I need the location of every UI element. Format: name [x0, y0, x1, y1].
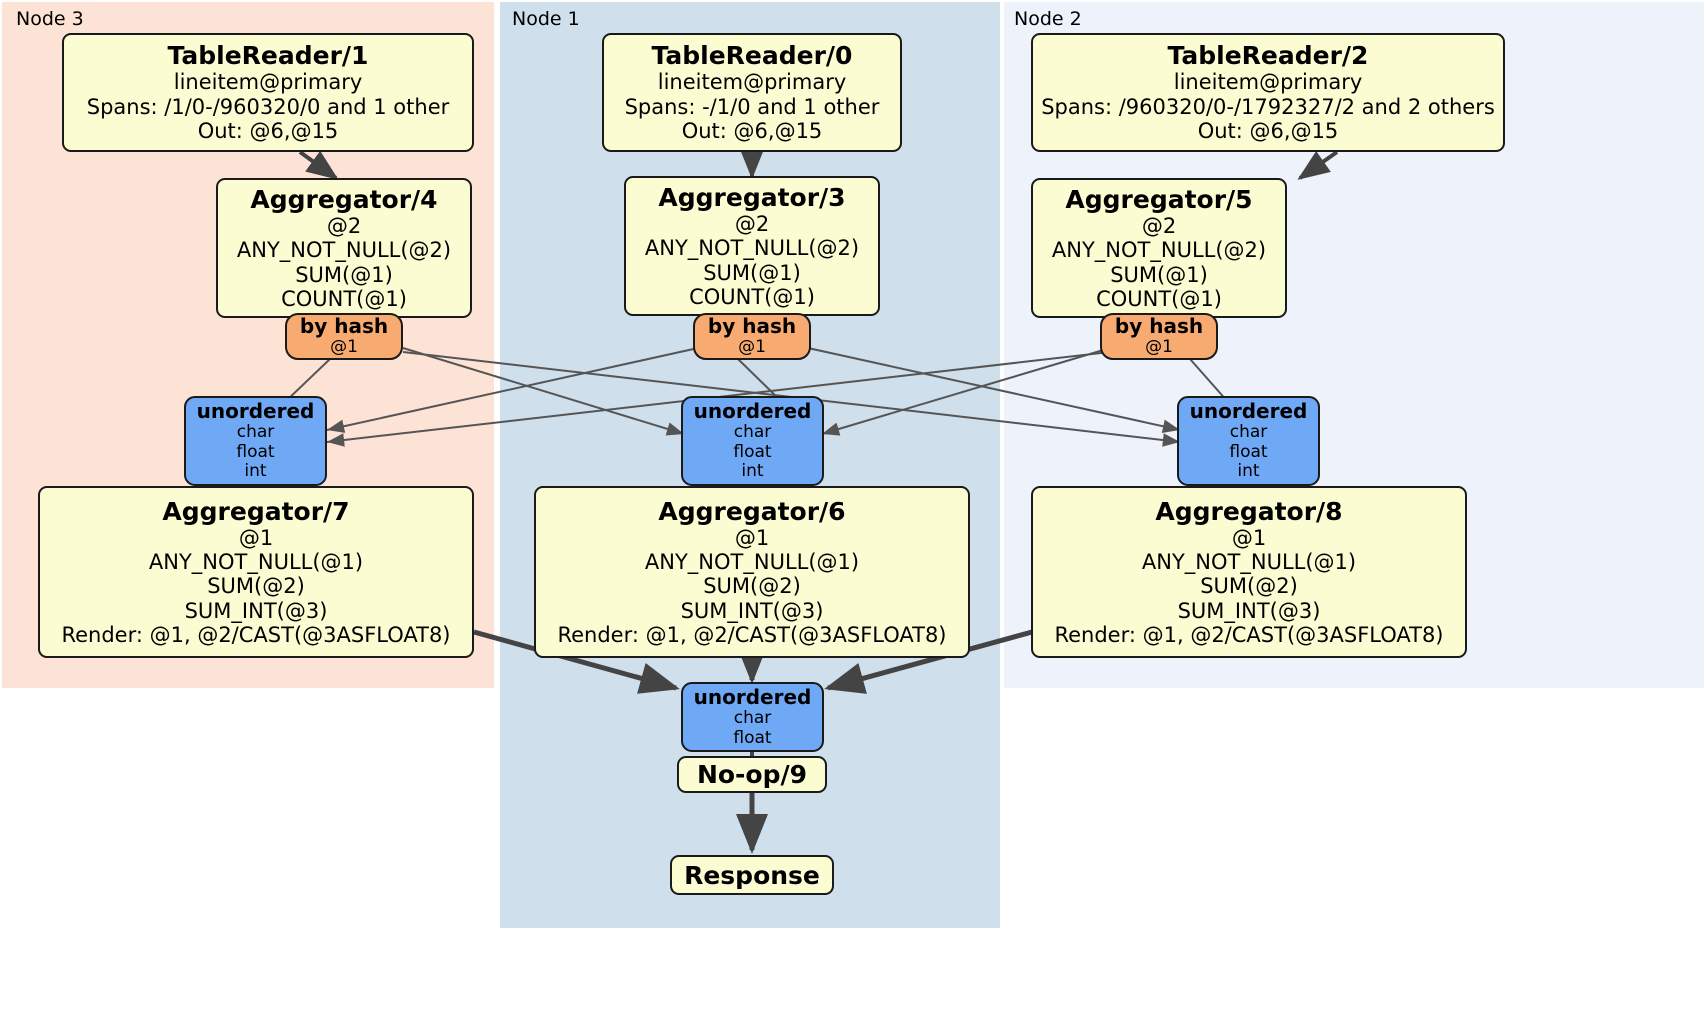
- node-aggregator-6[interactable]: Aggregator/6 @1 ANY_NOT_NULL(@1) SUM(@2)…: [534, 486, 970, 658]
- node-detail-line: Out: @6,@15: [1197, 119, 1339, 144]
- node-title: TableReader/2: [1167, 41, 1369, 71]
- node-detail-line: SUM(@1): [295, 262, 393, 287]
- node-detail-line: COUNT(@1): [281, 286, 407, 311]
- router-by-hash-left[interactable]: by hash @1: [285, 313, 403, 360]
- node-detail-line: Spans: /1/0-/960320/0 and 1 other: [86, 94, 450, 119]
- node-title: Response: [684, 860, 820, 890]
- node-detail-line: SUM_INT(@3): [184, 598, 328, 623]
- synchronizer-type: float: [236, 441, 275, 462]
- node-aggregator-4[interactable]: Aggregator/4 @2 ANY_NOT_NULL(@2) SUM(@1)…: [216, 178, 472, 318]
- synchronizer-unordered-right[interactable]: unordered char float int: [1177, 396, 1320, 486]
- node-detail-line: @1: [238, 525, 274, 550]
- synchronizer-type: float: [1229, 441, 1268, 462]
- node-detail-line: COUNT(@1): [1096, 286, 1222, 311]
- node-detail-line: ANY_NOT_NULL(@1): [1141, 549, 1357, 574]
- node-detail-line: lineitem@primary: [1173, 70, 1363, 95]
- node-detail-line: ANY_NOT_NULL(@2): [644, 236, 860, 261]
- node-detail-line: Render: @1, @2/CAST(@3ASFLOAT8): [557, 623, 947, 648]
- synchronizer-unordered-final[interactable]: unordered char float: [681, 682, 824, 752]
- router-detail-line: @1: [330, 337, 358, 358]
- region-label-node-2: Node 2: [1014, 8, 1082, 30]
- node-tablereader-0[interactable]: TableReader/0 lineitem@primary Spans: -/…: [602, 33, 902, 152]
- synchronizer-title: unordered: [196, 398, 315, 423]
- node-title: TableReader/1: [167, 41, 369, 71]
- router-by-hash-right[interactable]: by hash @1: [1100, 313, 1218, 360]
- node-detail-line: Render: @1, @2/CAST(@3ASFLOAT8): [61, 623, 451, 648]
- node-detail-line: SUM_INT(@3): [680, 598, 824, 623]
- node-title: Aggregator/4: [250, 184, 438, 214]
- node-title: Aggregator/3: [658, 182, 846, 212]
- node-detail-line: Out: @6,@15: [197, 119, 339, 144]
- synchronizer-type: float: [733, 727, 772, 748]
- node-detail-line: @2: [1141, 213, 1177, 238]
- node-detail-line: @1: [1231, 525, 1267, 550]
- synchronizer-type: char: [236, 422, 275, 443]
- node-detail-line: SUM(@1): [703, 260, 801, 285]
- node-title: No-op/9: [696, 760, 808, 789]
- node-detail-line: ANY_NOT_NULL(@2): [236, 238, 452, 263]
- node-tablereader-1[interactable]: TableReader/1 lineitem@primary Spans: /1…: [62, 33, 474, 152]
- node-detail-line: SUM(@2): [703, 574, 801, 599]
- synchronizer-type: char: [733, 707, 772, 728]
- node-detail-line: ANY_NOT_NULL(@2): [1051, 238, 1267, 263]
- synchronizer-type: int: [1237, 461, 1260, 482]
- node-detail-line: Out: @6,@15: [681, 119, 823, 144]
- synchronizer-type: float: [733, 441, 772, 462]
- node-detail-line: SUM(@2): [207, 574, 305, 599]
- node-detail-line: SUM(@2): [1200, 574, 1298, 599]
- node-aggregator-3[interactable]: Aggregator/3 @2 ANY_NOT_NULL(@2) SUM(@1)…: [624, 176, 880, 316]
- synchronizer-type: int: [244, 461, 267, 482]
- router-detail-line: @1: [738, 337, 766, 358]
- node-detail-line: ANY_NOT_NULL(@1): [644, 549, 860, 574]
- synchronizer-title: unordered: [693, 684, 812, 709]
- node-aggregator-7[interactable]: Aggregator/7 @1 ANY_NOT_NULL(@1) SUM(@2)…: [38, 486, 474, 658]
- router-by-hash-center[interactable]: by hash @1: [693, 313, 811, 360]
- region-label-node-1: Node 1: [512, 8, 580, 30]
- node-detail-line: SUM_INT(@3): [1177, 598, 1321, 623]
- node-noop-9[interactable]: No-op/9: [677, 756, 827, 793]
- synchronizer-title: unordered: [693, 398, 812, 423]
- node-detail-line: Render: @1, @2/CAST(@3ASFLOAT8): [1054, 623, 1444, 648]
- region-label-node-3: Node 3: [16, 8, 84, 30]
- router-title: by hash: [707, 314, 797, 339]
- node-detail-line: @2: [734, 211, 770, 236]
- node-title: Aggregator/5: [1065, 184, 1253, 214]
- synchronizer-unordered-left[interactable]: unordered char float int: [184, 396, 327, 486]
- node-detail-line: @2: [326, 213, 362, 238]
- synchronizer-type: char: [733, 422, 772, 443]
- node-aggregator-8[interactable]: Aggregator/8 @1 ANY_NOT_NULL(@1) SUM(@2)…: [1031, 486, 1467, 658]
- synchronizer-type: char: [1229, 422, 1268, 443]
- node-title: Aggregator/7: [162, 496, 350, 526]
- node-detail-line: SUM(@1): [1110, 262, 1208, 287]
- synchronizer-title: unordered: [1189, 398, 1308, 423]
- node-detail-line: Spans: -/1/0 and 1 other: [624, 94, 880, 119]
- node-detail-line: Spans: /960320/0-/1792327/2 and 2 others: [1041, 94, 1495, 119]
- node-title: TableReader/0: [651, 41, 853, 71]
- node-title: Aggregator/8: [1155, 496, 1343, 526]
- node-aggregator-5[interactable]: Aggregator/5 @2 ANY_NOT_NULL(@2) SUM(@1)…: [1031, 178, 1287, 318]
- node-detail-line: lineitem@primary: [173, 70, 363, 95]
- router-title: by hash: [1114, 314, 1204, 339]
- node-detail-line: ANY_NOT_NULL(@1): [148, 549, 364, 574]
- synchronizer-type: int: [741, 461, 764, 482]
- synchronizer-unordered-center[interactable]: unordered char float int: [681, 396, 824, 486]
- node-detail-line: COUNT(@1): [689, 284, 815, 309]
- router-title: by hash: [299, 314, 389, 339]
- node-response[interactable]: Response: [670, 855, 834, 895]
- node-title: Aggregator/6: [658, 496, 846, 526]
- node-detail-line: @1: [734, 525, 770, 550]
- node-tablereader-2[interactable]: TableReader/2 lineitem@primary Spans: /9…: [1031, 33, 1505, 152]
- node-detail-line: lineitem@primary: [657, 70, 847, 95]
- router-detail-line: @1: [1145, 337, 1173, 358]
